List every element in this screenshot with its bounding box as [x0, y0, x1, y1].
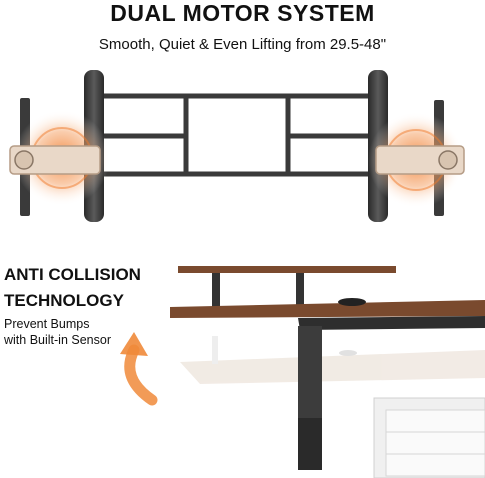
feature-description: Prevent Bumps with Built-in Sensor: [4, 316, 111, 348]
page-title: DUAL MOTOR SYSTEM: [110, 0, 375, 26]
desk-top: [170, 300, 485, 318]
frame-beams: [97, 93, 379, 177]
desk-ghost-position: [180, 336, 485, 384]
feature-heading-line: TECHNOLOGY: [4, 291, 124, 310]
curved-arrow-icon: [120, 332, 158, 406]
motor-glow-icon: [9, 110, 110, 206]
drawer-cabinet: [373, 397, 485, 478]
desk-anti-collision-illustration: [120, 266, 485, 478]
feature-heading: ANTI COLLISION TECHNOLOGY: [4, 262, 141, 314]
feature-description-line: Prevent Bumps: [4, 317, 90, 331]
motor-glow-icon: [368, 112, 465, 208]
feature-heading-line: ANTI COLLISION: [4, 265, 141, 284]
dual-motor-frame-illustration: [9, 70, 465, 222]
monitor-shelf: [178, 266, 396, 273]
feature-description-line: with Built-in Sensor: [4, 333, 111, 347]
page-subtitle: Smooth, Quiet & Even Lifting from 29.5-4…: [98, 36, 387, 53]
